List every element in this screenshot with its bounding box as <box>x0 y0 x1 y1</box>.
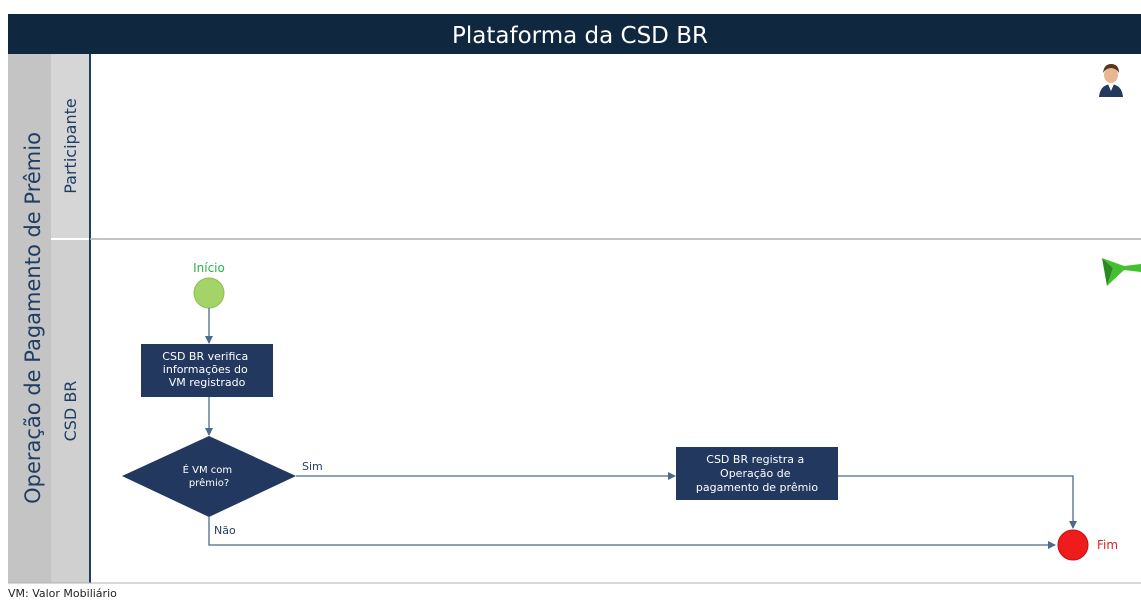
lane-band-csd <box>51 240 90 583</box>
edge-label-yes: Sim <box>302 460 323 473</box>
green-arrow-icon <box>1102 258 1141 286</box>
start-label: Início <box>193 261 225 275</box>
title-bar <box>8 14 1141 54</box>
diagram-title: Plataforma da CSD BR <box>452 23 708 49</box>
lane-label-participante: Participante <box>61 98 80 194</box>
edge-register-to-end <box>838 475 1077 529</box>
task-register-box <box>676 447 838 500</box>
start-event <box>193 277 225 309</box>
edge-label-no: Não <box>214 524 236 537</box>
edge-decision-no <box>208 517 1056 549</box>
decision-text: É VM com prêmio? <box>183 463 236 489</box>
task-verify-box <box>141 344 273 397</box>
person-avatar-icon <box>1099 64 1123 97</box>
end-event <box>1057 529 1089 561</box>
end-label: Fim <box>1097 538 1118 552</box>
pool-label: Operação de Pagamento de Prêmio <box>21 132 45 504</box>
pool-band <box>8 54 51 583</box>
task-verify-text: CSD BR verifica informações do VM regist… <box>162 350 251 389</box>
footnote: VM: Valor Mobiliário <box>8 587 117 600</box>
task-register-text: CSD BR registra a Operação de pagamento … <box>696 453 818 494</box>
lane-label-csd: CSD BR <box>61 381 80 442</box>
decision-gateway <box>122 436 296 517</box>
lane-band-participante <box>51 54 90 238</box>
